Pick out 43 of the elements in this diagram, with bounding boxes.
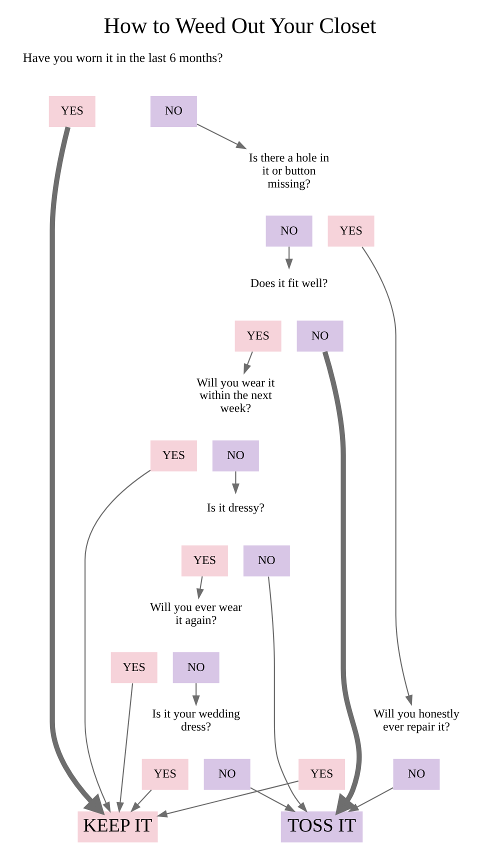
node-box: NO: [172, 652, 220, 684]
node-box: NO: [150, 96, 197, 127]
arrow: [232, 471, 240, 494]
node-box: YES: [110, 652, 158, 684]
arrow: [362, 246, 412, 706]
node-text: Is it dressy?: [206, 500, 264, 515]
node-box: TOSS IT: [280, 811, 363, 842]
node-box: NO: [243, 545, 290, 576]
node-box: NO: [266, 216, 312, 247]
node-box: NO: [296, 320, 344, 352]
arrow: [192, 683, 200, 706]
arrow: [130, 790, 152, 812]
arrow: [116, 683, 134, 814]
arrow: [244, 352, 253, 375]
arrow: [156, 780, 299, 818]
label: Have you worn it in the last 6 months?: [22, 50, 223, 65]
arrow: [84, 470, 151, 813]
arrow: [50, 126, 105, 816]
node-box: YES: [48, 96, 96, 127]
node-text: Is it your wedding dress?: [152, 706, 240, 734]
node-text: Is there a hole in it or button missing?: [248, 150, 330, 190]
node-box: YES: [142, 758, 188, 790]
node-box: NO: [393, 758, 440, 790]
node-box: YES: [234, 320, 282, 352]
node-box: NO: [212, 440, 259, 472]
arrow: [268, 576, 308, 813]
node-box: KEEP IT: [78, 811, 158, 842]
node-box: YES: [328, 216, 374, 247]
arrow: [285, 246, 293, 270]
node-text: Will you honestly ever repair it?: [374, 706, 460, 734]
arrow: [250, 787, 296, 812]
node-box: YES: [298, 758, 346, 790]
node-box: NO: [204, 758, 250, 790]
diagram-title: How to Weed Out Your Closet: [104, 12, 376, 38]
arrow: [322, 351, 362, 816]
node-text: Will you ever wear it again?: [150, 600, 242, 627]
arrow: [348, 787, 394, 812]
node-box: YES: [181, 545, 228, 576]
arrow: [196, 124, 247, 150]
node-text: Will you wear it within the next week?: [196, 375, 275, 416]
node-box: YES: [150, 440, 197, 472]
node-text: Does it fit well?: [250, 276, 328, 290]
arrow: [196, 576, 204, 600]
